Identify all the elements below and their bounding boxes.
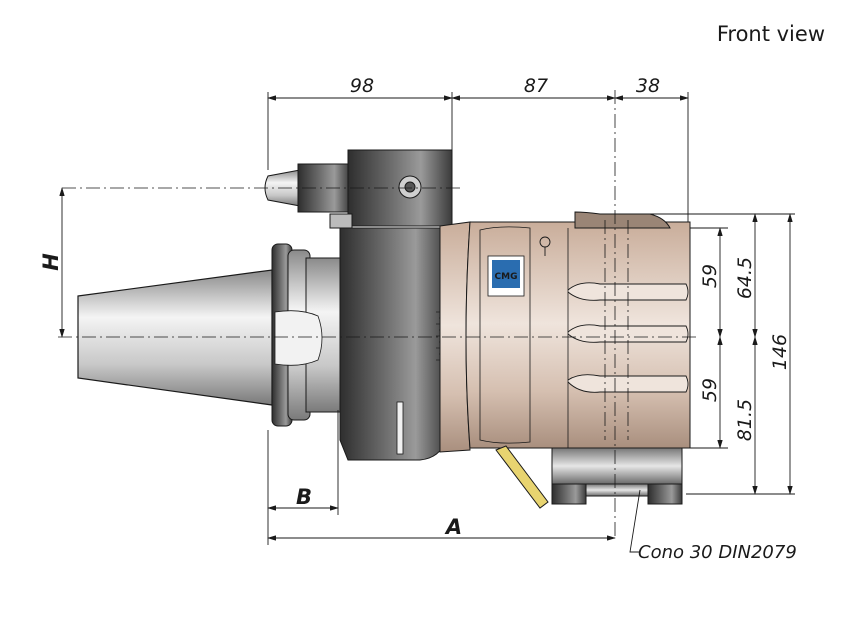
output-spindle bbox=[551, 447, 683, 505]
center-lines bbox=[58, 90, 700, 540]
coolant-pipe bbox=[495, 445, 549, 509]
dim-label-a: A bbox=[444, 515, 462, 539]
dim-right-64-5: 64.5 bbox=[734, 257, 756, 299]
angle-head-body: CMG bbox=[439, 211, 691, 453]
company-logo: CMG bbox=[487, 255, 525, 297]
dimension-lines bbox=[59, 92, 795, 553]
dim-label-h: H bbox=[39, 253, 63, 271]
dim-right-59-lower: 59 bbox=[699, 378, 721, 402]
dim-right-59-upper: 59 bbox=[699, 264, 721, 288]
cone-note: Cono 30 DIN2079 bbox=[638, 542, 797, 563]
dim-top-38: 38 bbox=[636, 75, 660, 97]
dim-label-b: B bbox=[296, 485, 312, 509]
view-title: Front view bbox=[716, 22, 825, 46]
logo-text: CMG bbox=[495, 272, 518, 282]
dim-right-146: 146 bbox=[769, 334, 791, 370]
dim-top-87: 87 bbox=[524, 75, 548, 97]
taper-shank bbox=[77, 243, 343, 427]
head-flange bbox=[329, 149, 453, 461]
dim-top-98: 98 bbox=[350, 75, 374, 97]
dim-right-81-5: 81.5 bbox=[734, 399, 756, 441]
